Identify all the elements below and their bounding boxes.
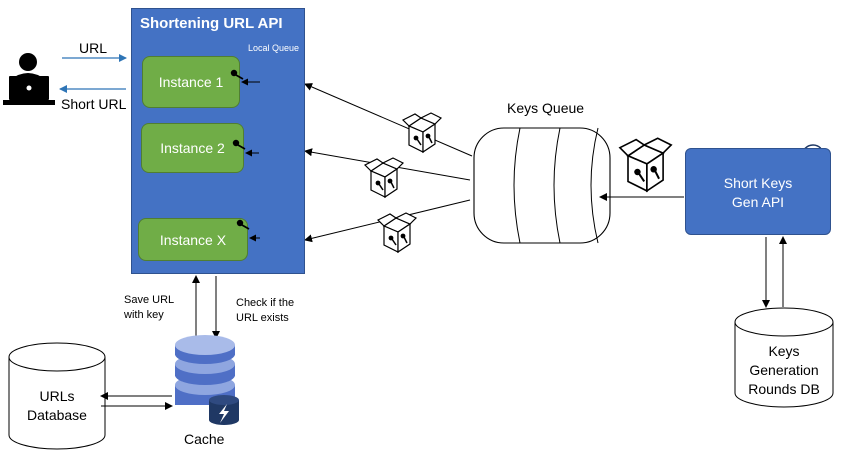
keys-db-label: Keys Generation Rounds DB [735, 342, 833, 399]
check-url-label: Check if the URL exists [236, 296, 294, 326]
keys-db-line3: Rounds DB [748, 381, 820, 397]
local-queue-label: Local Queue [248, 43, 300, 53]
save-url-line1: Save URL [124, 294, 175, 306]
gen-api-line1: Short Keys [723, 175, 793, 191]
urls-db-label: URLs Database [9, 387, 105, 425]
short-keys-gen-api-box[interactable]: Short Keys Gen API [685, 148, 831, 235]
short-url-label: Short URL [61, 96, 127, 112]
instance-2-label: Instance 2 [160, 140, 225, 156]
lightning-icon [209, 395, 239, 425]
instance-x-label: Instance X [159, 231, 227, 248]
key-icon [232, 139, 246, 150]
instance-1-box[interactable]: Instance 1 [142, 56, 240, 108]
instance-x-box[interactable]: Instance X [138, 218, 248, 261]
check-url-line2: URL exists [236, 312, 289, 324]
save-url-line2: with key [124, 309, 164, 321]
keys-queue-cylinder [473, 127, 611, 244]
instance-2-box[interactable]: Instance 2 [141, 123, 244, 173]
cache-label: Cache [184, 431, 225, 447]
cache-icon [175, 335, 235, 405]
keys-db-cylinder [734, 307, 834, 408]
keys-db-line2: Generation [749, 362, 819, 378]
keys-db-line1: Keys [768, 343, 800, 359]
user-laptop-icon [3, 53, 55, 105]
gen-api-line2: Gen API [731, 194, 785, 210]
key-icon [230, 69, 244, 80]
keys-to-instance1-arrow [304, 83, 473, 157]
keys-queue-label: Keys Queue [507, 100, 585, 116]
urls-db-cylinder [8, 342, 106, 450]
url-request-label: URL [79, 40, 108, 56]
instance-1-label: Instance 1 [158, 74, 224, 90]
urls-db-line2: Database [27, 407, 87, 423]
urls-db-line1: URLs [39, 388, 75, 404]
shortening-api-title: Shortening URL API [140, 15, 283, 32]
key-icon [236, 219, 250, 230]
check-url-line1: Check if the [236, 297, 295, 309]
save-url-label: Save URL with key [124, 293, 174, 323]
